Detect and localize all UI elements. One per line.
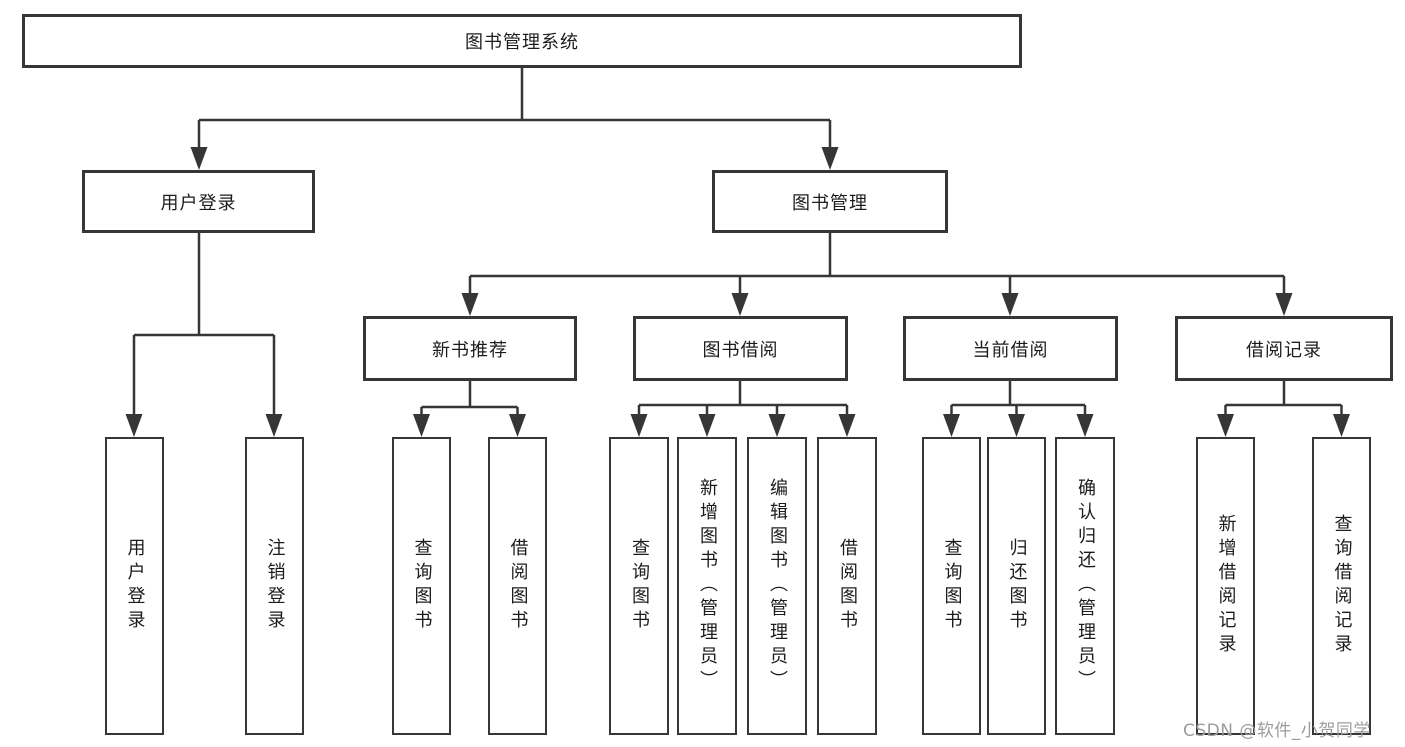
- leaf-records-query-record: 查询借阅记录: [1312, 437, 1371, 735]
- leaf-current-confirm-return-admin: 确认归还（管理员）: [1055, 437, 1115, 735]
- leaf-current-return-books: 归还图书: [987, 437, 1046, 735]
- leaf-user-login: 用户登录: [105, 437, 164, 735]
- node-borrow-records: 借阅记录: [1175, 316, 1393, 381]
- leaf-recommend-borrow-books: 借阅图书: [488, 437, 547, 735]
- leaf-records-add-record: 新增借阅记录: [1196, 437, 1255, 735]
- leaf-borrow-query-books: 查询图书: [609, 437, 669, 735]
- leaf-borrow-edit-books-admin: 编辑图书（管理员）: [747, 437, 807, 735]
- leaf-borrow-borrow-books: 借阅图书: [817, 437, 877, 735]
- node-book-borrow: 图书借阅: [633, 316, 848, 381]
- leaf-current-query-books: 查询图书: [922, 437, 981, 735]
- node-book-management: 图书管理: [712, 170, 948, 233]
- node-new-book-recommend: 新书推荐: [363, 316, 577, 381]
- csdn-watermark: CSDN @软件_小贺同学: [1183, 721, 1371, 741]
- node-library-system-root: 图书管理系统: [22, 14, 1022, 68]
- leaf-logout: 注销登录: [245, 437, 304, 735]
- leaf-borrow-add-books-admin: 新增图书（管理员）: [677, 437, 737, 735]
- node-current-borrow: 当前借阅: [903, 316, 1118, 381]
- leaf-recommend-query-books: 查询图书: [392, 437, 451, 735]
- node-user-login: 用户登录: [82, 170, 315, 233]
